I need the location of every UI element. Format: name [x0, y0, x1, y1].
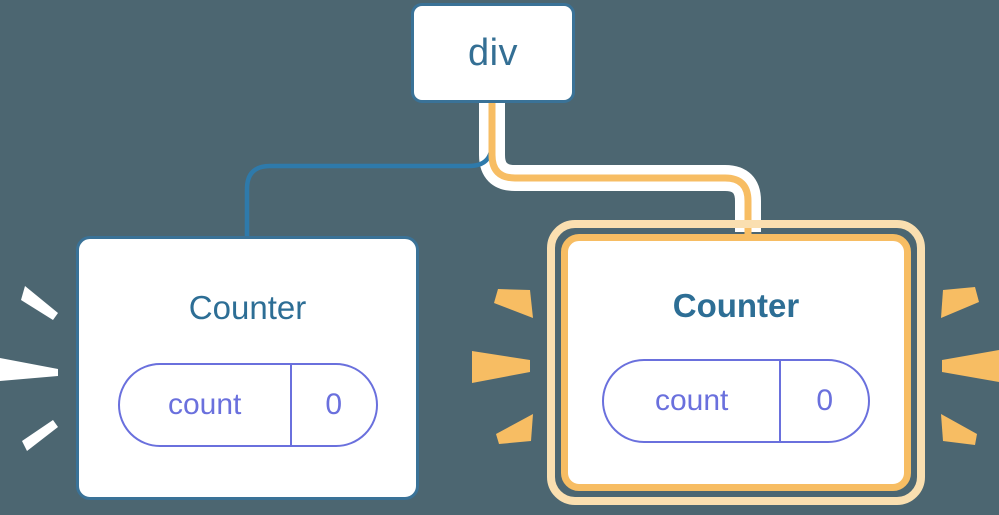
state-value-label: 0: [816, 384, 833, 417]
node-counter-left[interactable]: Counter count 0: [76, 236, 419, 500]
node-counter-right-label: Counter: [672, 287, 800, 324]
node-counter-left-label: Counter: [188, 289, 307, 326]
state-name-label: count: [654, 384, 729, 417]
spark-rays-icon-right-counter-left: [472, 289, 533, 444]
state-pill-left[interactable]: count 0: [117, 363, 378, 447]
node-counter-right[interactable]: Counter count 0: [547, 220, 925, 505]
state-value-label: 0: [325, 388, 342, 421]
state-pill-right[interactable]: count 0: [602, 359, 870, 443]
spark-rays-icon-left-counter: [0, 286, 58, 451]
state-pill-left-name-cell: count: [120, 365, 290, 445]
edge-to-right-counter-halo: [479, 103, 761, 232]
state-pill-right-name-cell: count: [604, 361, 779, 441]
state-name-label: count: [167, 388, 242, 421]
edge-to-left-counter: [244, 103, 495, 238]
node-counter-right-card[interactable]: Counter count 0: [561, 234, 911, 491]
state-pill-divider: [289, 365, 292, 445]
node-counter-right-glow: [547, 220, 925, 505]
state-pill-left-value-cell: 0: [292, 365, 376, 445]
node-div[interactable]: div: [411, 3, 575, 103]
node-div-label: div: [467, 32, 519, 74]
spark-rays-icon-right-counter-right: [941, 287, 999, 445]
state-pill-right-value-cell: 0: [781, 361, 868, 441]
state-pill-divider: [779, 361, 782, 441]
